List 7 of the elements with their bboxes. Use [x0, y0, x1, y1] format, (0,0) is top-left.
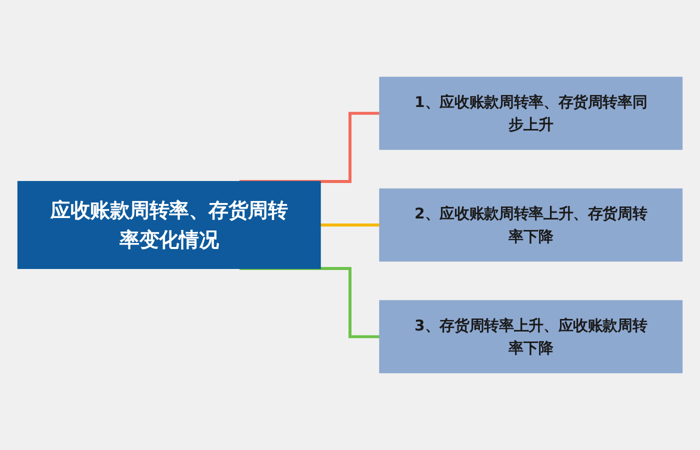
node-box: 应收账款周转率、存货周转率变化情况 — [17, 181, 321, 269]
node-box: 3、存货周转率上升、应收账款周转率下降 — [379, 300, 683, 374]
connector — [240, 267, 382, 338]
connector — [240, 112, 382, 183]
node-box: 1、应收账款周转率、存货周转率同步上升 — [379, 76, 683, 150]
node-box: 2、应收账款周转率上升、存货周转率下降 — [379, 188, 683, 262]
connector — [320, 224, 382, 226]
